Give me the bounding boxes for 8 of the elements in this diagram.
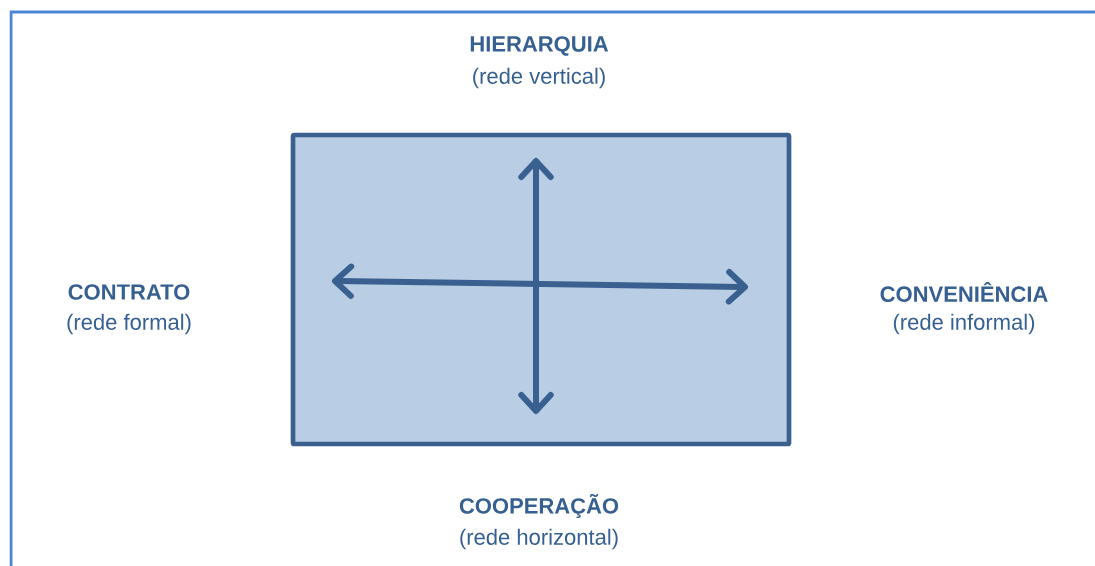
heading: HIERARQUIA [470,36,609,56]
subtitle: (rede horizontal) [460,528,618,550]
subtitle: (rede vertical) [473,67,605,89]
subtitle: (rede informal) [893,313,1035,335]
subtitle: (rede formal) [67,313,191,335]
heading: CONTRATO [68,284,190,300]
heading: COOPERAÇÃO [459,493,619,519]
heading: CONVENIÊNCIA [880,282,1048,302]
